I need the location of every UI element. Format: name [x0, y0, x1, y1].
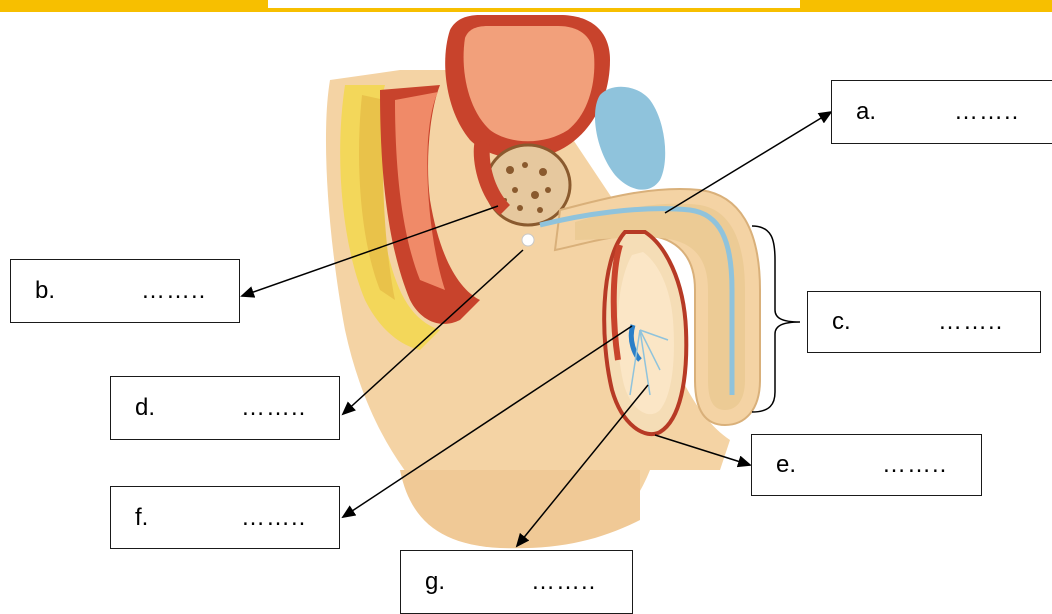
label-blank-c: …….. [938, 308, 1003, 336]
label-blank-a: …….. [954, 98, 1019, 126]
label-letter-a: a. [856, 98, 876, 126]
label-letter-e: e. [776, 451, 796, 479]
label-box-c: c. …….. [807, 291, 1041, 353]
pubic-bone [595, 87, 665, 190]
label-blank-g: …….. [531, 568, 596, 596]
label-blank-e: …….. [882, 451, 947, 479]
label-letter-b: b. [35, 277, 55, 305]
label-box-e: e. …….. [751, 434, 982, 496]
label-blank-b: …….. [141, 277, 206, 305]
label-letter-g: g. [425, 568, 445, 596]
label-blank-d: …….. [241, 394, 306, 422]
label-box-b: b. …….. [10, 259, 240, 323]
label-box-f: f. …….. [110, 486, 340, 549]
cowper-gland [522, 234, 534, 246]
label-box-a: a. …….. [831, 80, 1052, 144]
arrow-a [665, 112, 831, 213]
label-box-d: d. …….. [110, 376, 340, 440]
label-letter-f: f. [135, 504, 148, 532]
label-letter-c: c. [832, 308, 851, 336]
label-blank-f: …….. [241, 504, 306, 532]
label-box-g: g. …….. [400, 550, 633, 614]
label-letter-d: d. [135, 394, 155, 422]
thigh-lower [400, 470, 640, 548]
